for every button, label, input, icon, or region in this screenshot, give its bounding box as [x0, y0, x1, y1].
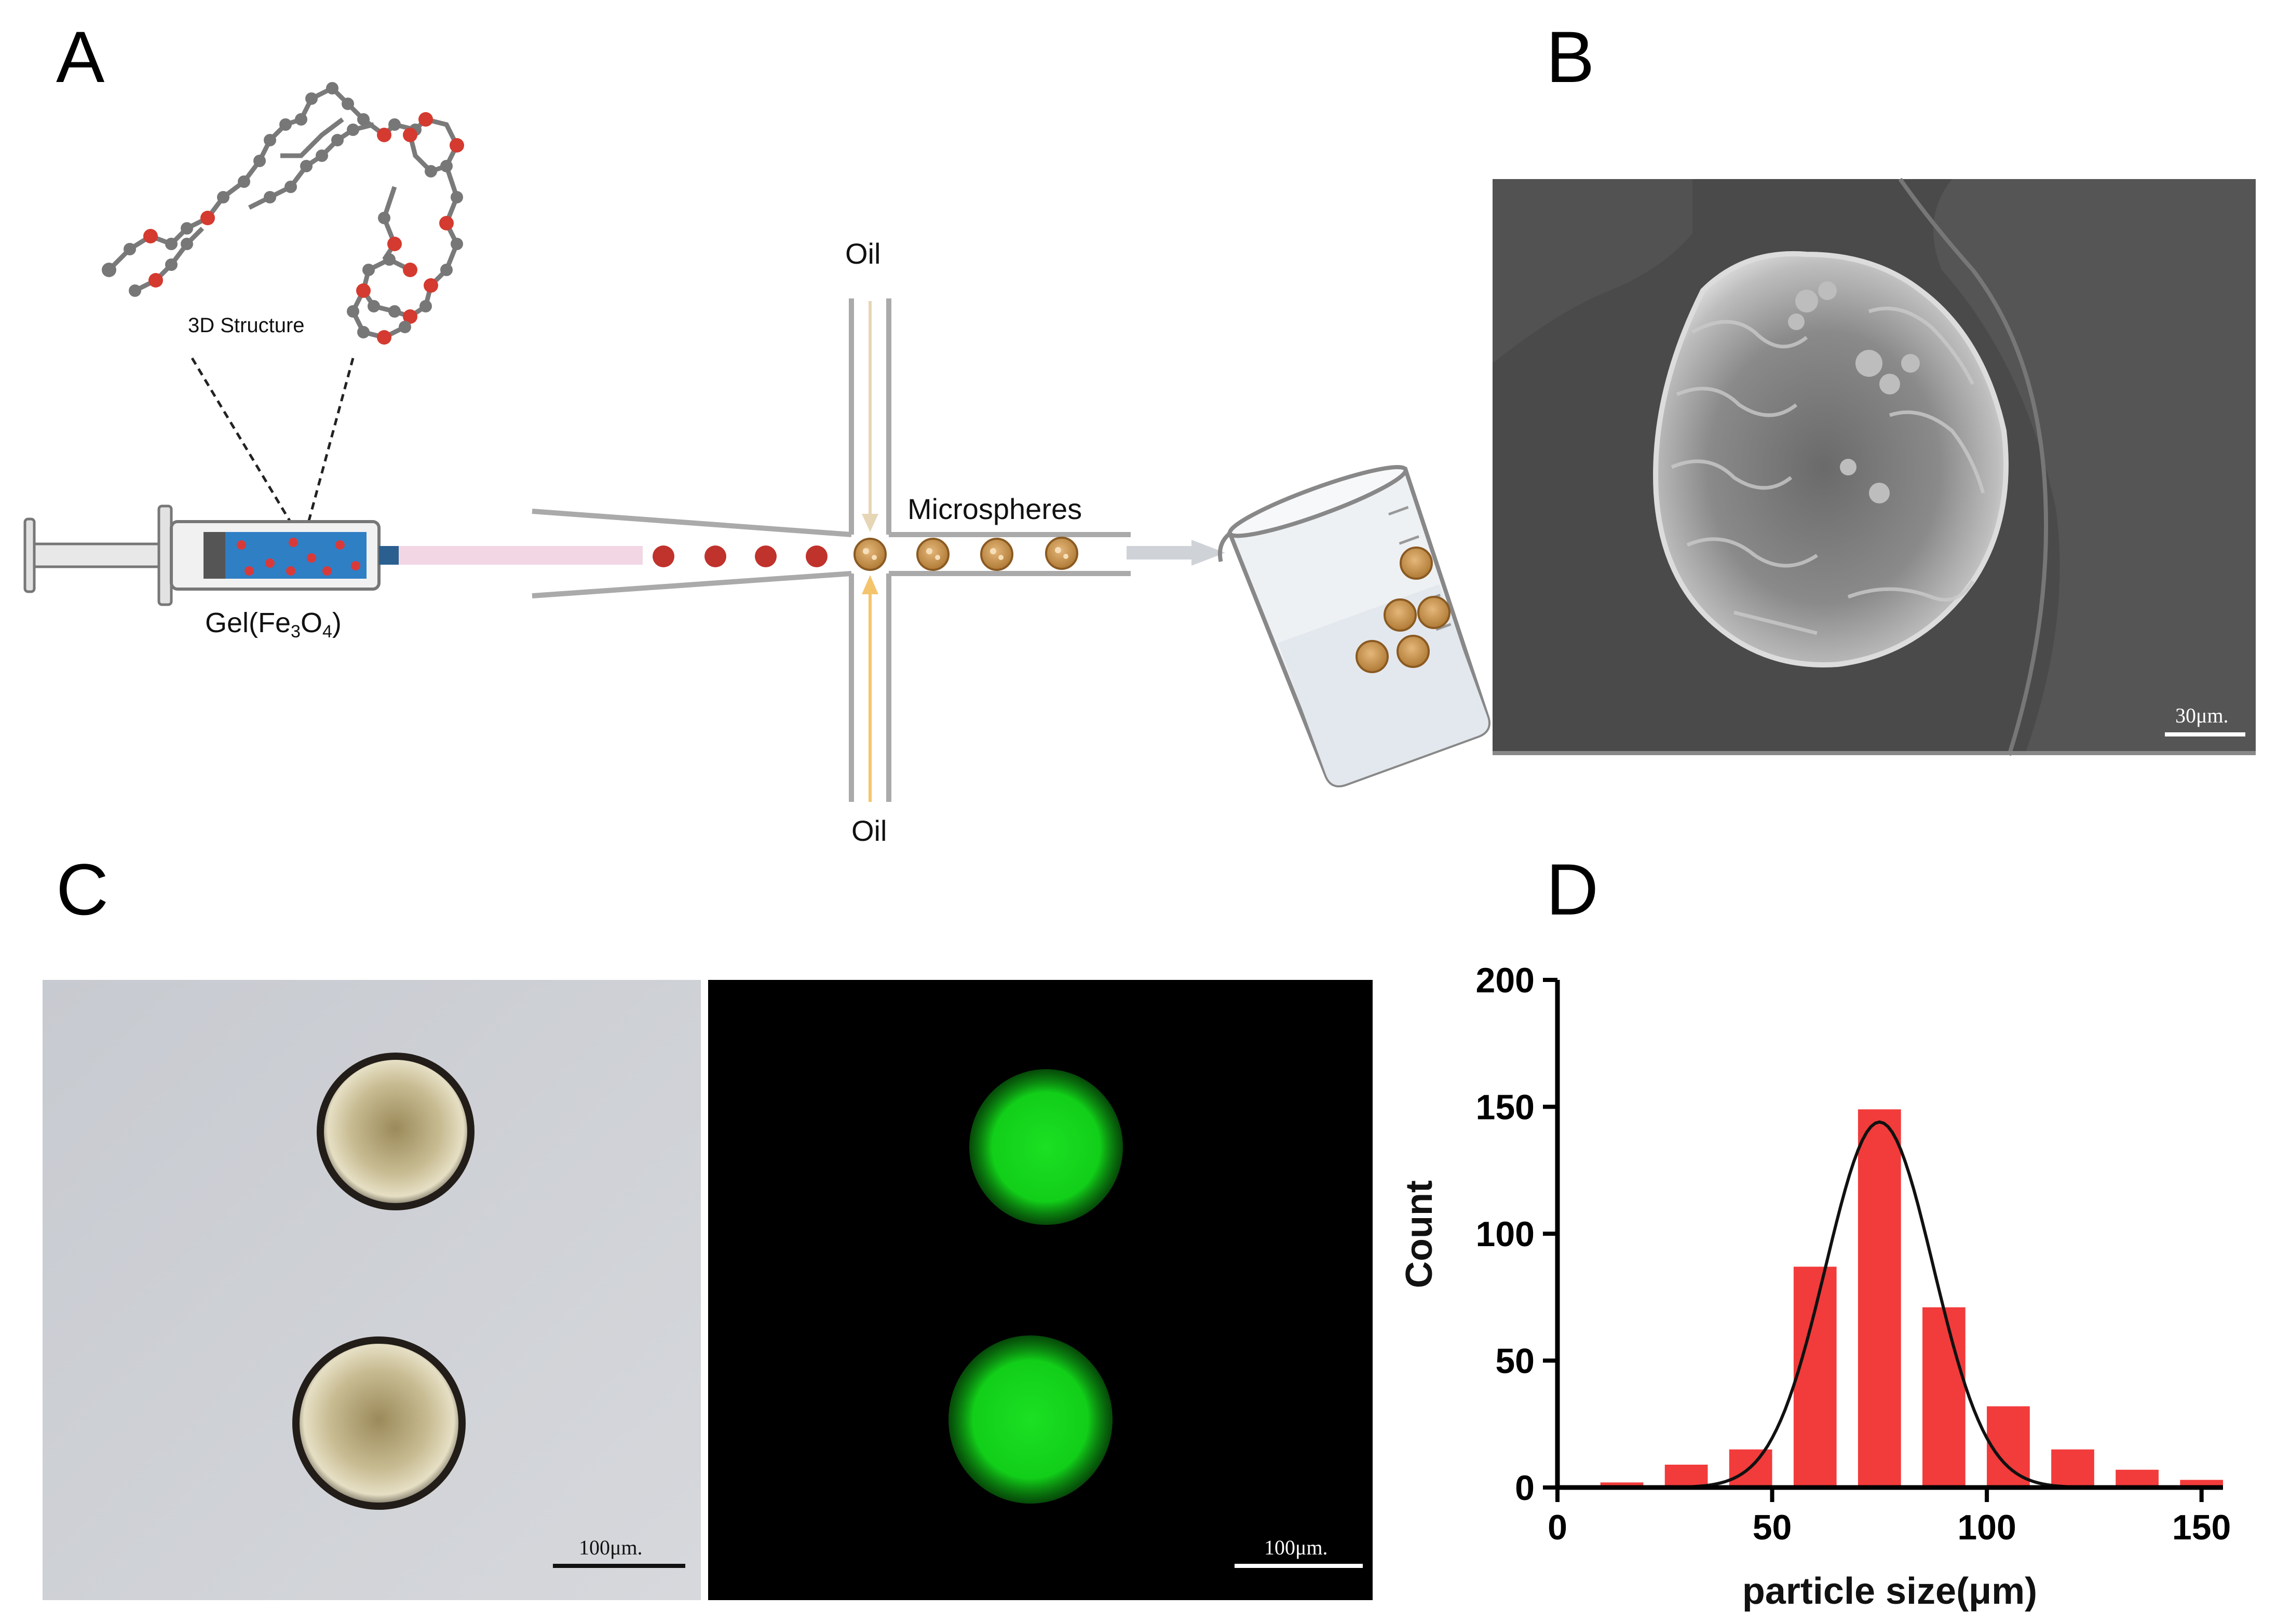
panel-label-a: A [56, 16, 105, 98]
sem-surface-texture [1671, 306, 1985, 635]
y-axis-title: Count [1399, 1180, 1440, 1288]
sem-granules [1788, 281, 1920, 503]
bright-field-microsphere-1 [317, 1053, 475, 1210]
y-tick-label-150: 150 [1476, 1088, 1535, 1127]
zoom-line-left [191, 357, 303, 541]
beaker [1217, 465, 1490, 788]
microspheres-in-beaker [1356, 547, 1451, 673]
x-tick-label-150: 150 [2172, 1508, 2231, 1547]
bright-field-microsphere-2 [292, 1336, 466, 1510]
syringe-label-sub1: 3 [291, 622, 301, 642]
panel-label-d: D [1546, 849, 1598, 930]
histogram-bar-30 [1664, 1464, 1708, 1487]
oil-arrow-top [862, 514, 878, 532]
microsphere-texture [863, 547, 1068, 560]
outflow-arrow-head [1191, 540, 1225, 566]
histogram-bar-15 [1600, 1482, 1644, 1487]
sem-image: 30μm. [1493, 178, 2256, 756]
gel-flow-stream [399, 546, 643, 565]
y-tick-label-0: 0 [1515, 1468, 1535, 1508]
histogram-bar-135 [2116, 1469, 2159, 1487]
gel-droplets [653, 545, 828, 567]
histogram-chart: 0 50 100 150 200 0 50 100 150 Count particle si… [1399, 961, 2231, 1612]
bright-field-scale-text: 100μm. [579, 1536, 643, 1559]
x-tick-label-0: 0 [1548, 1508, 1567, 1547]
syringe [23, 504, 399, 606]
y-tick-label-100: 100 [1476, 1214, 1535, 1254]
panel-label-b: B [1546, 16, 1594, 98]
histogram-bar-75 [1858, 1109, 1901, 1487]
histogram-bars [1600, 1109, 2223, 1487]
y-axis-ticks: 0 50 100 150 200 [1476, 961, 1557, 1508]
gaussian-fit-curve [1643, 1120, 2116, 1489]
fluorescence-micrograph: 100μm. [708, 980, 1373, 1600]
fluorescence-microsphere-2 [948, 1335, 1113, 1504]
schematic: 3D Structure Gel(Fe3O4) [23, 82, 1490, 847]
bright-field-micrograph: 100μm. [43, 980, 701, 1600]
histogram-bar-105 [1987, 1406, 2030, 1487]
microspheres-label: Microspheres [907, 493, 1082, 525]
sem-scale-text: 30μm. [2175, 704, 2229, 727]
histogram-bar-90 [1922, 1307, 1966, 1487]
y-tick-label-50: 50 [1495, 1342, 1535, 1381]
outflow-arrow-shaft [1127, 546, 1194, 559]
syringe-label-end: ) [332, 607, 342, 638]
fluorescence-scale-text: 100μm. [1264, 1536, 1328, 1559]
x-axis-title: particle size(μm) [1742, 1571, 2037, 1612]
y-tick-label-200: 200 [1476, 961, 1535, 1000]
molecule-atoms [102, 82, 464, 345]
x-tick-label-50: 50 [1753, 1508, 1792, 1547]
oil-label-top: Oil [845, 237, 880, 270]
structure-label: 3D Structure [188, 314, 305, 337]
oil-arrow-bottom [862, 575, 878, 594]
syringe-label-mid: O [301, 607, 322, 638]
histogram-bar-60 [1793, 1266, 1837, 1487]
panel-label-c: C [56, 849, 109, 930]
zoom-line-right [302, 358, 355, 540]
cross-junction [849, 298, 1131, 802]
syringe-label: Gel(Fe3O4) [205, 607, 342, 642]
histogram-bar-120 [2051, 1449, 2094, 1487]
fe3o4-particles [237, 538, 360, 576]
x-tick-label-100: 100 [1957, 1508, 2016, 1547]
nozzle-bottom-wall [532, 571, 852, 598]
syringe-label-sub2: 4 [322, 622, 332, 642]
syringe-label-main: Gel(Fe [205, 607, 291, 638]
microspheres-in-channel [853, 537, 1078, 571]
oil-label-bottom: Oil [851, 814, 887, 847]
fluorescence-microsphere-1 [969, 1069, 1123, 1225]
x-axis-ticks: 0 50 100 150 [1548, 1487, 2231, 1547]
nozzle-top-wall [532, 509, 852, 537]
